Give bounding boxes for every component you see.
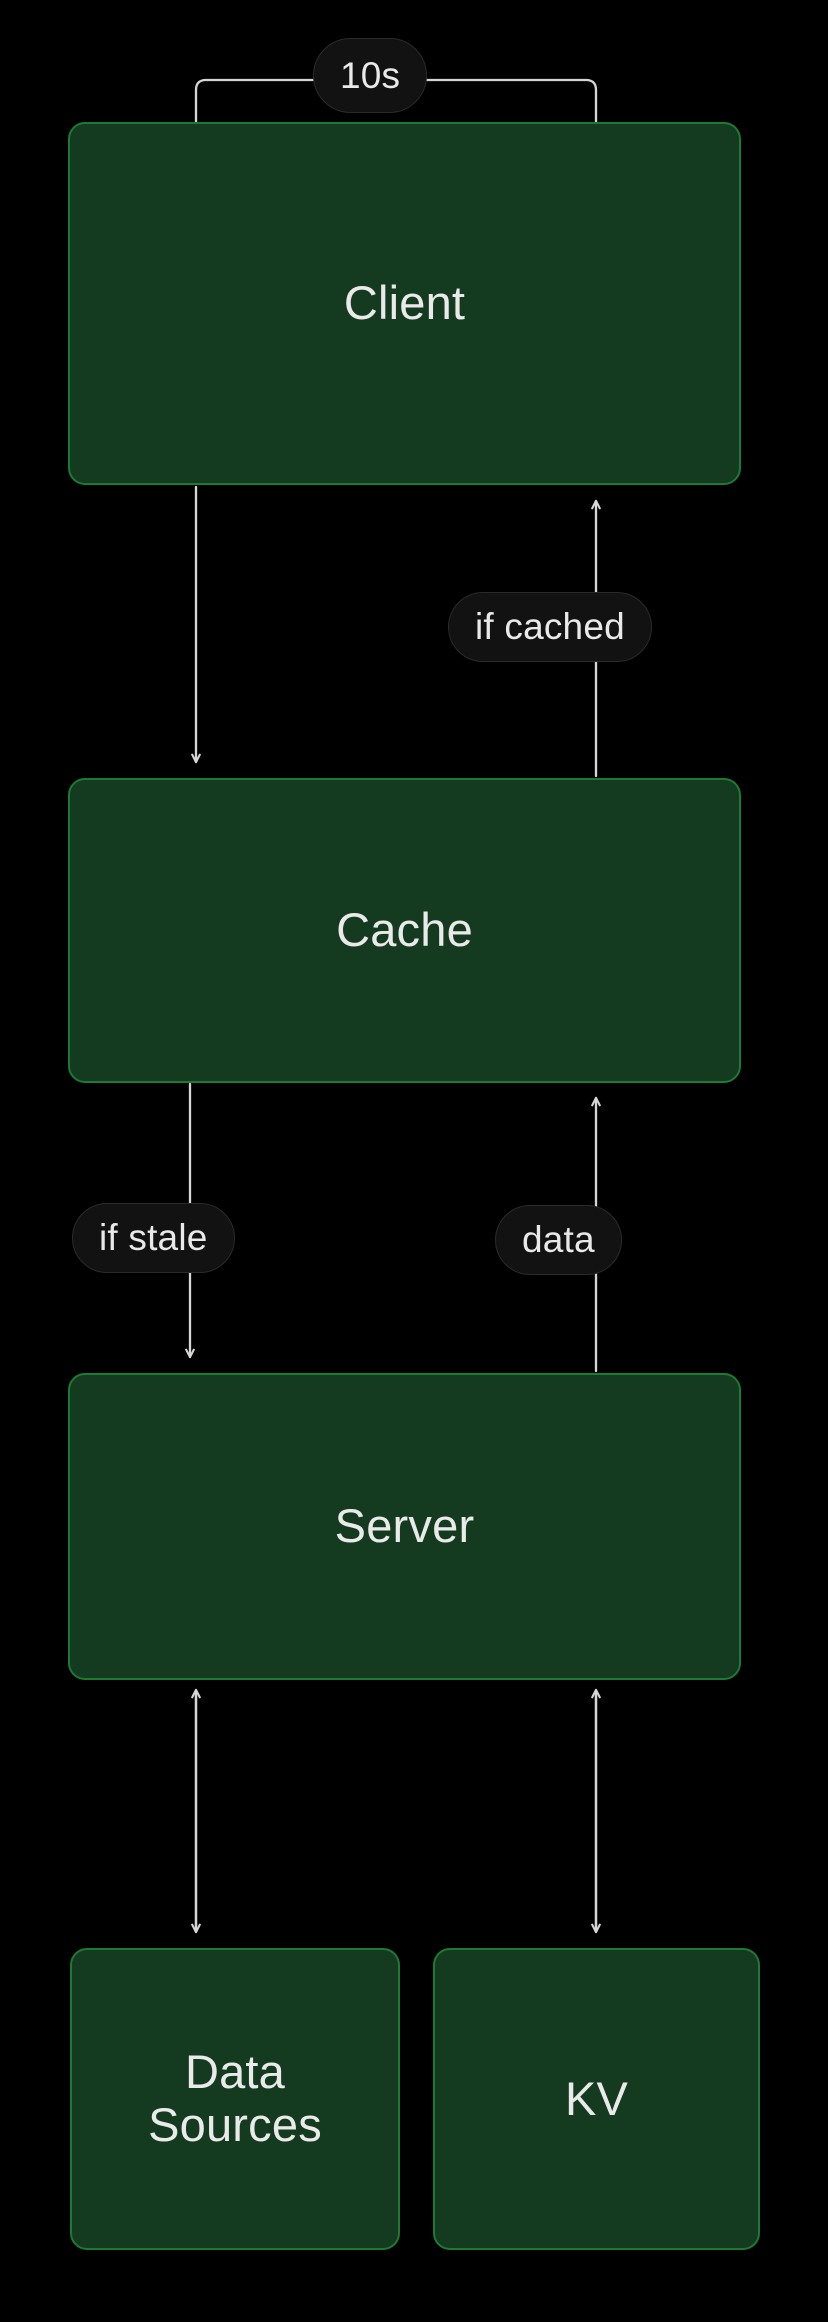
edge-label-poll-interval[interactable]: 10s	[313, 38, 428, 113]
edge-label-poll-interval-text: 10s	[340, 54, 401, 96]
node-data-sources-label: Data Sources	[148, 2045, 322, 2151]
node-kv[interactable]: KV	[433, 1948, 760, 2250]
edge-label-if-stale-text: if stale	[99, 1217, 208, 1258]
edge-label-if-stale[interactable]: if stale	[72, 1203, 235, 1273]
node-client[interactable]: Client	[68, 122, 741, 485]
node-client-label: Client	[343, 276, 466, 330]
node-server-label: Server	[334, 1499, 475, 1553]
edge-label-if-cached[interactable]: if cached	[448, 592, 652, 662]
edge-label-data-text: data	[522, 1219, 595, 1260]
edge-label-data[interactable]: data	[495, 1205, 622, 1275]
node-server[interactable]: Server	[68, 1373, 741, 1680]
node-cache-label: Cache	[336, 903, 473, 957]
node-data-sources[interactable]: Data Sources	[70, 1948, 400, 2250]
node-kv-label: KV	[564, 2071, 629, 2125]
node-cache[interactable]: Cache	[68, 778, 741, 1083]
edge-label-if-cached-text: if cached	[475, 606, 625, 647]
